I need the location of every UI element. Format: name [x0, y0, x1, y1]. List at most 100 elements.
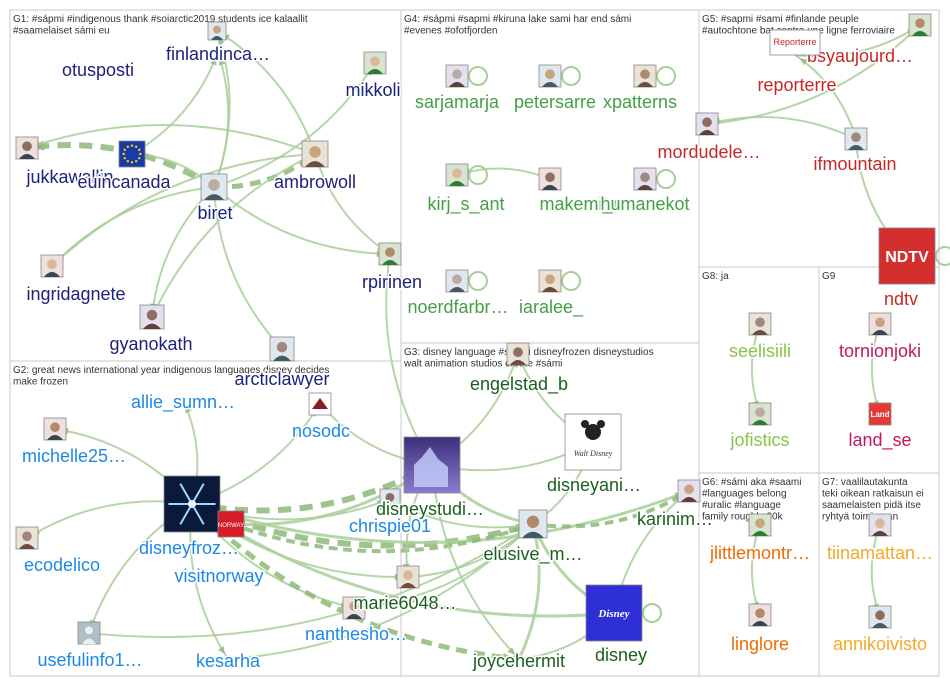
- avatar-disneyani[interactable]: Walt Disney: [564, 413, 622, 471]
- node-label-bsyaujourd[interactable]: bsyaujourd…: [805, 45, 914, 68]
- node-label-nosodc[interactable]: nosodc: [290, 420, 351, 443]
- node-label-makemi_r[interactable]: makemi_r: [538, 193, 620, 217]
- node-label-iaralee_[interactable]: iaralee_: [517, 296, 585, 320]
- node-label-disneystudi[interactable]: disneystudi…: [374, 498, 485, 521]
- node-label-visitnorway[interactable]: visitnorway: [173, 565, 265, 588]
- avatar-humanekot[interactable]: [633, 167, 657, 191]
- node-label-allie_sumn[interactable]: allie_sumn…: [129, 391, 236, 415]
- node-label-linglore[interactable]: linglore: [729, 633, 790, 656]
- node-label-kirj_s_ant[interactable]: kirj_s_ant: [426, 193, 506, 217]
- avatar-reporterre[interactable]: Reporterre: [769, 29, 821, 56]
- avatar-biret[interactable]: [200, 173, 228, 201]
- node-label-disneyani[interactable]: disneyani…: [545, 474, 642, 497]
- node-label-annikoivisto[interactable]: annikoivisto: [831, 633, 928, 656]
- node-label-reporterre[interactable]: reporterre: [756, 74, 838, 97]
- avatar-tiinamattan[interactable]: [868, 513, 892, 537]
- avatar-jofistics[interactable]: [748, 402, 772, 426]
- node-label-kesarha[interactable]: kesarha: [194, 650, 262, 673]
- group-description-g2: G2: great news international year indige…: [13, 365, 329, 376]
- avatar-jlittlemontr[interactable]: [748, 513, 772, 537]
- avatar-annikoivisto[interactable]: [868, 605, 892, 629]
- avatar-ndtv[interactable]: NDTV: [878, 227, 936, 285]
- node-label-finlandinca[interactable]: finlandinca…: [164, 43, 271, 66]
- avatar-nosodc[interactable]: [308, 392, 332, 416]
- node-label-engelstad_b[interactable]: engelstad_b: [468, 373, 569, 397]
- node-label-ifmountain[interactable]: ifmountain: [812, 153, 898, 176]
- node-label-karinim[interactable]: karinim…: [635, 508, 714, 531]
- node-label-petersarre[interactable]: petersarre: [512, 91, 597, 114]
- node-label-ingridagnete[interactable]: ingridagnete: [25, 283, 127, 306]
- node-label-ambrowoll[interactable]: ambrowoll: [272, 171, 357, 194]
- node-label-seelisiili[interactable]: seelisiili: [727, 340, 792, 363]
- avatar-chrispie01[interactable]: [379, 488, 401, 510]
- avatar-elusive_m[interactable]: [518, 509, 548, 539]
- node-label-sarjamarja[interactable]: sarjamarja: [413, 91, 501, 114]
- avatar-iaralee_[interactable]: [538, 269, 562, 293]
- avatar-disney[interactable]: Disney: [585, 584, 643, 642]
- avatar-otusposti[interactable]: [207, 21, 227, 41]
- reporterre-logo-text: Reporterre: [773, 37, 816, 47]
- avatar-bsyaujourd[interactable]: [908, 13, 932, 37]
- node-label-chrispie01[interactable]: chrispie01: [347, 515, 432, 538]
- node-label-ecodelico[interactable]: ecodelico: [22, 554, 101, 577]
- avatar-disneystudi[interactable]: [403, 436, 461, 494]
- avatar-land_se[interactable]: Land: [868, 402, 892, 426]
- node-label-usefulinfo1[interactable]: usefulinfo1…: [36, 649, 144, 672]
- node-label-rpirinen[interactable]: rpirinen: [360, 271, 423, 294]
- avatar-makemi_r[interactable]: [538, 167, 562, 191]
- avatar-nanthesho[interactable]: [342, 596, 366, 620]
- avatar-xpatterns[interactable]: [633, 64, 657, 88]
- node-label-mordudele[interactable]: mordudele…: [656, 141, 762, 164]
- node-label-gyanokath[interactable]: gyanokath: [108, 333, 194, 356]
- ndtv-logo-text: NDTV: [885, 249, 929, 266]
- avatar-noerdfarbr[interactable]: [445, 269, 469, 293]
- node-label-xpatterns[interactable]: xpatterns: [601, 91, 678, 114]
- avatar-petersarre[interactable]: [538, 64, 562, 88]
- avatar-arcticlawyer[interactable]: [269, 336, 295, 362]
- node-label-marie6048[interactable]: marie6048…: [352, 592, 458, 615]
- node-label-otusposti[interactable]: otusposti: [60, 59, 135, 82]
- avatar-mordudele[interactable]: [695, 112, 719, 136]
- node-label-disney[interactable]: disney: [593, 644, 648, 667]
- avatar-ifmountain[interactable]: [844, 127, 868, 151]
- node-label-jlittlemontr[interactable]: jlittlemontr…: [707, 542, 811, 565]
- avatar-ingridagnete[interactable]: [40, 254, 64, 278]
- node-label-disneyfroz[interactable]: disneyfroz…: [137, 537, 240, 560]
- avatar-disneyfroz[interactable]: [163, 475, 221, 533]
- avatar-gyanokath[interactable]: [139, 304, 165, 330]
- node-label-noerdfarbr[interactable]: noerdfarbr…: [406, 296, 510, 319]
- avatar-mikkoli[interactable]: [363, 51, 387, 75]
- node-label-nanthesho[interactable]: nanthesho…: [303, 623, 408, 646]
- node-label-arcticlawyer[interactable]: arcticlawyer: [233, 368, 331, 391]
- avatar-engelstad_b[interactable]: [506, 342, 530, 366]
- node-label-ndtv[interactable]: ndtv: [882, 288, 919, 311]
- node-label-jukkawallin[interactable]: jukkawallin: [24, 166, 115, 189]
- avatar-sarjamarja[interactable]: [445, 64, 469, 88]
- avatar-visitnorway[interactable]: NORWAY: [217, 510, 245, 538]
- avatar-kirj_s_ant[interactable]: [445, 163, 469, 187]
- node-label-humanekot[interactable]: humanekot: [599, 193, 691, 216]
- avatar-ecodelico[interactable]: [15, 526, 39, 550]
- node-label-mikkoli[interactable]: mikkoli: [344, 79, 402, 102]
- avatar-marie6048[interactable]: [396, 565, 420, 589]
- avatar-rpirinen[interactable]: [378, 242, 402, 266]
- avatar-ambrowoll[interactable]: [301, 140, 329, 168]
- node-label-land_se[interactable]: land_se: [847, 429, 913, 453]
- node-label-michelle25[interactable]: michelle25…: [20, 445, 127, 468]
- avatar-michelle25[interactable]: [43, 417, 67, 441]
- node-label-tornionjoki[interactable]: tornionjoki: [837, 340, 922, 363]
- node-label-jofistics[interactable]: jofistics: [728, 429, 791, 452]
- node-label-biret[interactable]: biret: [196, 202, 234, 225]
- avatar-linglore[interactable]: [748, 603, 772, 627]
- avatar-jukkawallin[interactable]: [15, 136, 39, 160]
- node-label-tiinamattan[interactable]: tiinamattan…: [825, 542, 934, 565]
- avatar-euincanada[interactable]: [118, 140, 146, 168]
- node-label-euincanada[interactable]: euincanada: [76, 171, 173, 194]
- node-label-joycehermit[interactable]: joycehermit: [470, 650, 566, 673]
- avatar-tornionjoki[interactable]: [868, 312, 892, 336]
- avatar-seelisiili[interactable]: [748, 312, 772, 336]
- avatar-usefulinfo1[interactable]: [77, 621, 101, 645]
- avatar-karinim[interactable]: [677, 479, 701, 503]
- group-description-g6: G6: #sámi aka #saami: [702, 477, 802, 488]
- node-label-elusive_m[interactable]: elusive_m…: [482, 543, 584, 567]
